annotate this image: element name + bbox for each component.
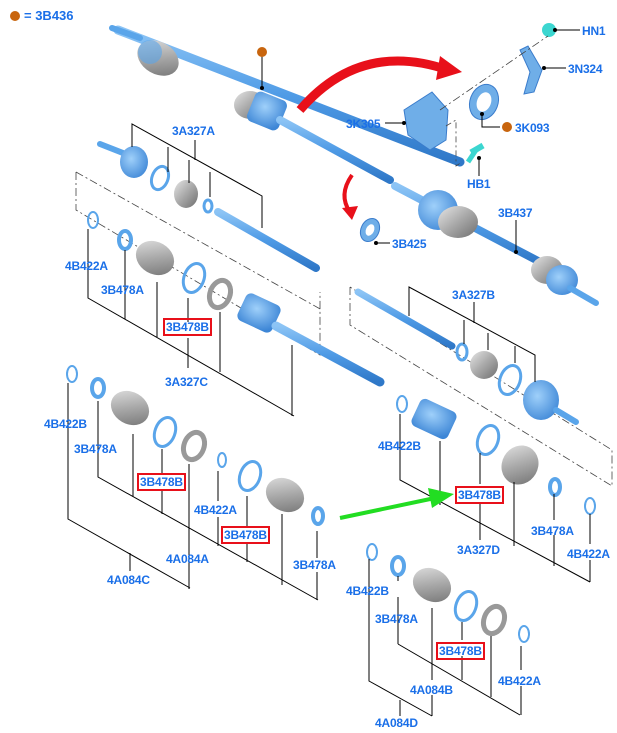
part-label-4b422b[interactable]: 4B422B (44, 417, 87, 431)
top-driveshaft-assembly (109, 25, 465, 167)
bearing-bracket-parts (403, 23, 556, 167)
bolt-hb1 (465, 148, 479, 164)
part-label-4a084b[interactable]: 4A084B (410, 683, 453, 697)
part-label-3a327c[interactable]: 3A327C (165, 375, 208, 389)
part-label-4b422a[interactable]: 4B422A (65, 259, 108, 273)
orange-dot-icon (10, 10, 20, 21)
3a327a-joint (120, 146, 148, 178)
nut-hn1 (542, 23, 556, 37)
red-arrow-large (296, 56, 450, 113)
orange-dot-icon (502, 122, 512, 132)
part-label-3n324[interactable]: 3N324 (568, 62, 603, 76)
red-arrow-small (342, 173, 354, 214)
legend-text: = 3B436 (24, 8, 74, 23)
bracket-3k305 (403, 91, 449, 151)
4a084c-boot (110, 390, 150, 426)
3a327c-boot (135, 240, 175, 276)
3a327d-boot (501, 445, 539, 485)
part-label-4b422a[interactable]: 4B422A (194, 503, 237, 517)
part-label-3b478a[interactable]: 3B478A (293, 558, 336, 572)
strap-3n324 (519, 45, 543, 95)
part-label-4a084c[interactable]: 4A084C (107, 573, 150, 587)
part-label-4b422b[interactable]: 4B422B (378, 439, 421, 453)
part-label-3k305[interactable]: 3K305 (346, 117, 381, 131)
part-label-3b478b-highlighted[interactable]: 3B478B (137, 473, 186, 491)
part-label-3b478b-highlighted[interactable]: 3B478B (436, 642, 485, 660)
part-label-4b422a[interactable]: 4B422A (567, 547, 610, 561)
part-label-3b478b-highlighted[interactable]: 3B478B (455, 486, 504, 504)
part-label-4a084a[interactable]: 4A084A (166, 552, 209, 566)
3a327b-joint (523, 380, 559, 420)
top-shaft-bar (113, 25, 465, 167)
part-label-3a327a[interactable]: 3A327A (172, 124, 215, 138)
part-label-3b478a[interactable]: 3B478A (101, 283, 144, 297)
4a084a-boot (265, 477, 305, 513)
part-label-3k093[interactable]: 3K093 (515, 121, 550, 135)
3a327d-joint (411, 398, 457, 440)
part-label-3b437[interactable]: 3B437 (498, 206, 533, 220)
part-label-3b478a[interactable]: 3B478A (375, 612, 418, 626)
part-label-hn1[interactable]: HN1 (582, 24, 606, 38)
part-label-3b478b-highlighted[interactable]: 3B478B (163, 318, 212, 336)
legend: = 3B436 (10, 8, 74, 23)
part-label-3b478a[interactable]: 3B478A (531, 524, 574, 538)
part-label-3a327b[interactable]: 3A327B (452, 288, 495, 302)
part-label-3b478b-highlighted[interactable]: 3B478B (221, 526, 270, 544)
orange-dot-icon (257, 47, 267, 57)
part-label-hb1[interactable]: HB1 (467, 177, 491, 191)
part-label-3a327d[interactable]: 3A327D (457, 543, 500, 557)
part-label-4a084d[interactable]: 4A084D (375, 716, 418, 730)
part-label-4b422b[interactable]: 4B422B (346, 584, 389, 598)
part-label-3b478a[interactable]: 3B478A (74, 442, 117, 456)
4a084b-boot (412, 567, 452, 603)
part-label-4b422a[interactable]: 4B422A (498, 674, 541, 688)
green-arrow (339, 496, 436, 520)
3a327c-joint (237, 293, 281, 333)
part-label-3b425[interactable]: 3B425 (392, 237, 427, 251)
